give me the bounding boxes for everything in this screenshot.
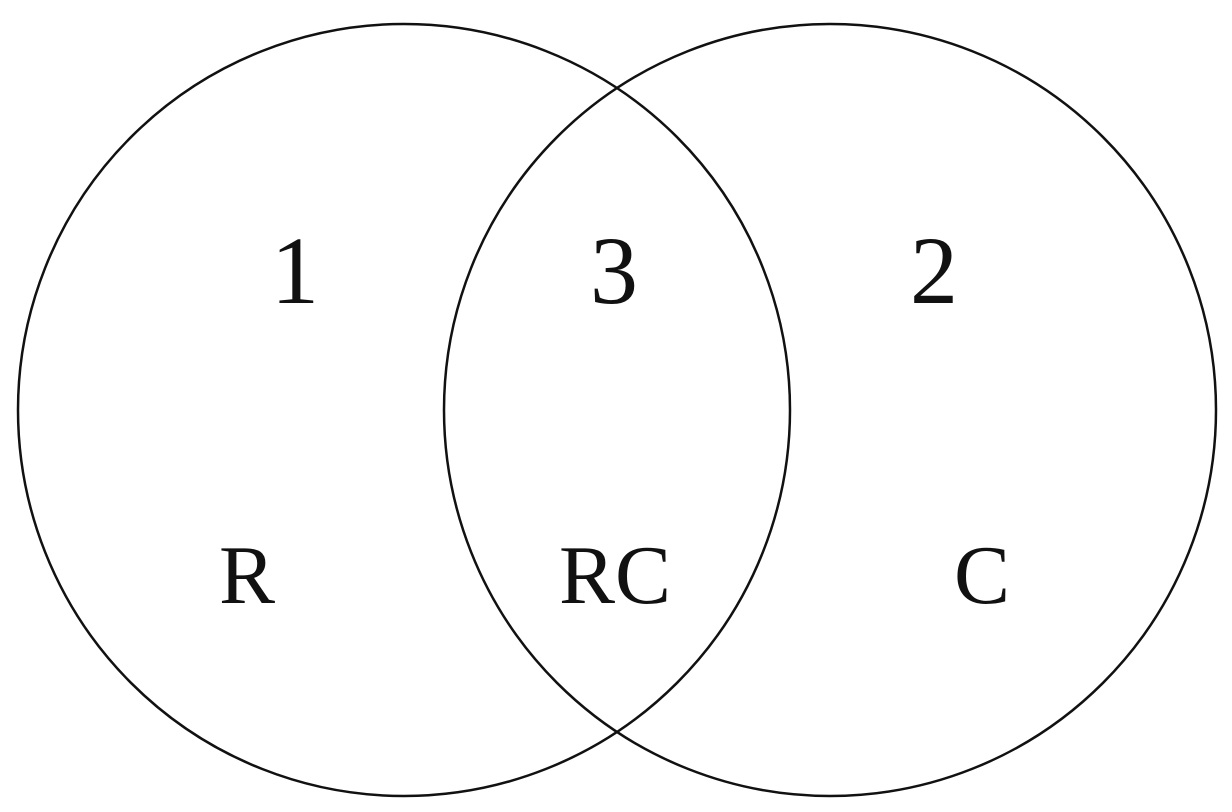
intersection-region-label: RC [559,529,671,622]
left-region-number: 1 [271,217,319,324]
right-region-label: C [954,529,1010,622]
left-region-label: R [219,529,275,622]
right-region-number: 2 [910,217,958,324]
intersection-region-number: 3 [590,217,638,324]
right-circle [442,22,1218,798]
left-circle [16,22,792,798]
